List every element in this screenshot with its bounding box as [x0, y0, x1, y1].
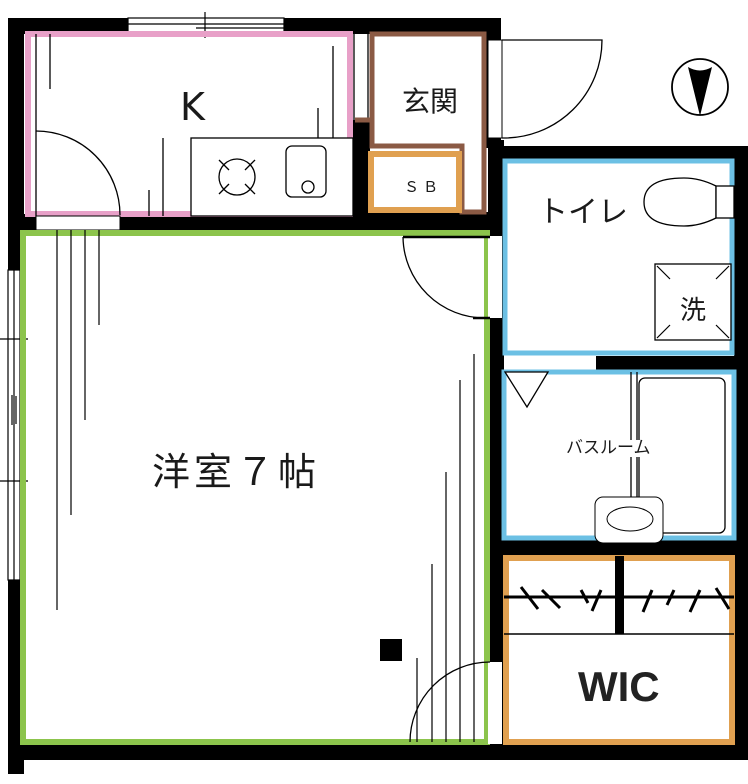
compass-icon	[671, 58, 729, 116]
washbasin-icon	[606, 506, 654, 532]
entrance-label: 玄関	[402, 85, 459, 118]
sink-icon	[285, 145, 327, 198]
walk-in-closet-label: WIC	[578, 663, 660, 710]
toilet-label: トイレ	[538, 195, 628, 230]
kitchen-outline	[25, 31, 353, 217]
walk-in-closet-area	[503, 555, 735, 745]
kitchen-area	[25, 31, 369, 231]
entrance-area	[355, 31, 603, 215]
stove-burner-icon	[218, 158, 256, 196]
bathroom-label: バスルーム	[566, 438, 651, 458]
kitchen-label: K	[180, 85, 205, 129]
toilet-area	[502, 158, 735, 370]
western-room-label: 洋室７帖	[152, 450, 321, 494]
shoe-box-label: ＳＢ	[404, 178, 443, 196]
western-room-area	[20, 230, 502, 745]
pillar-marker-icon	[380, 639, 402, 661]
washer-label: 洗	[680, 296, 707, 326]
toilet-icon	[643, 177, 717, 227]
windows	[0, 12, 285, 581]
shoe-box-outline	[368, 151, 462, 213]
walls	[8, 18, 748, 774]
